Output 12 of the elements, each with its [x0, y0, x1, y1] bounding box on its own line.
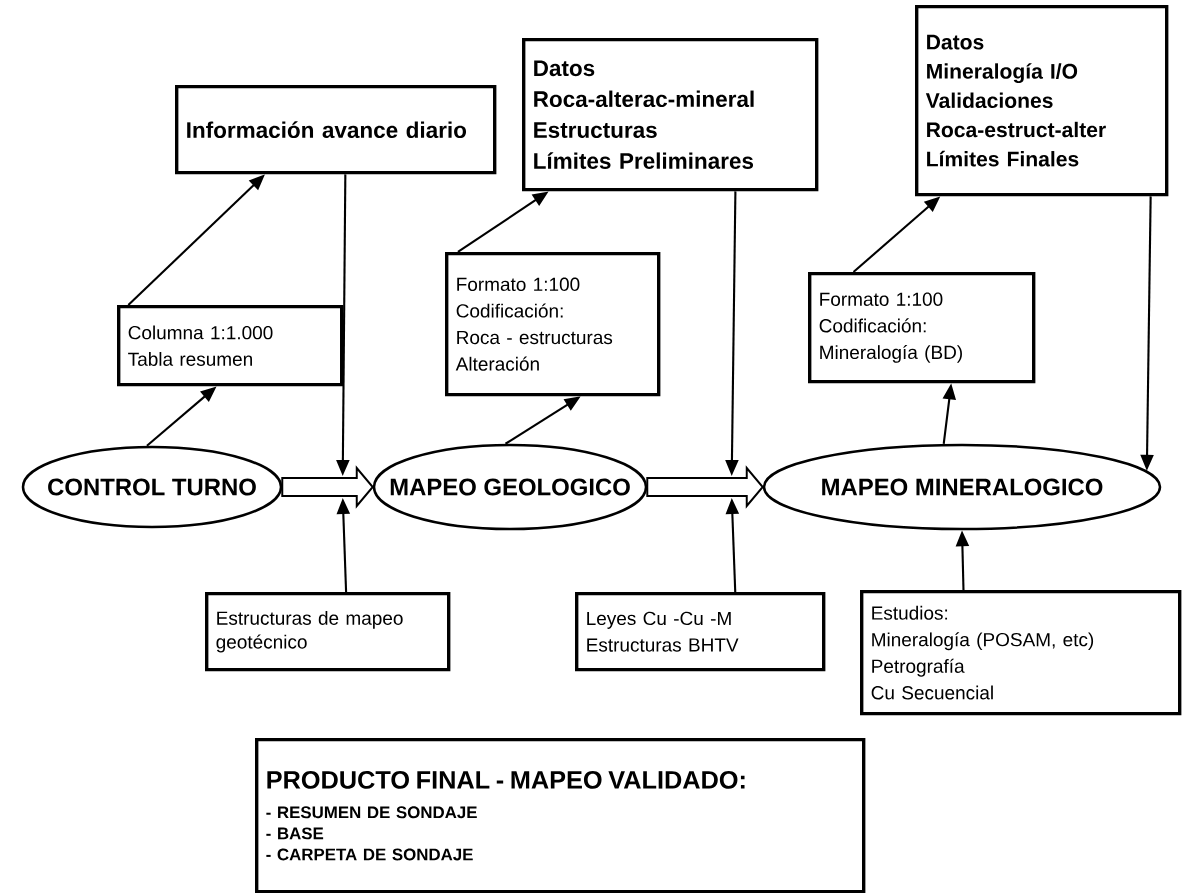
info-box: Datos Roca-alterac-mineral Estructuras Límites Preliminares [522, 38, 819, 192]
info-box: Formato 1:100 Codificación: Mineralogía (BD) [808, 272, 1036, 384]
block-arrow [646, 465, 765, 509]
info-box: Formato 1:100 Codificación: Roca - estructuras Alteración [445, 252, 661, 397]
info-box: Estructuras de mapeo geotécnico [205, 592, 451, 672]
info-box: Columna 1:1.000 Tabla resumen [117, 305, 344, 387]
block-arrow [281, 465, 375, 509]
info-box: Estudios: Mineralogía (POSAM, etc) Petrografía Cu Secuencial [860, 590, 1182, 716]
result-box: PRODUCTO FINAL - MAPEO VALIDADO: - RESUMEN DE SONDAJE - BASE - CARPETA DE SONDAJE [255, 738, 866, 893]
info-box: Información avance diario [175, 85, 497, 175]
info-box: Datos Mineralogía I/O Validaciones Roca-estruct-alter Límites Finales [915, 5, 1169, 197]
info-box: Leyes Cu -Cu -M Estructuras BHTV [575, 592, 826, 672]
